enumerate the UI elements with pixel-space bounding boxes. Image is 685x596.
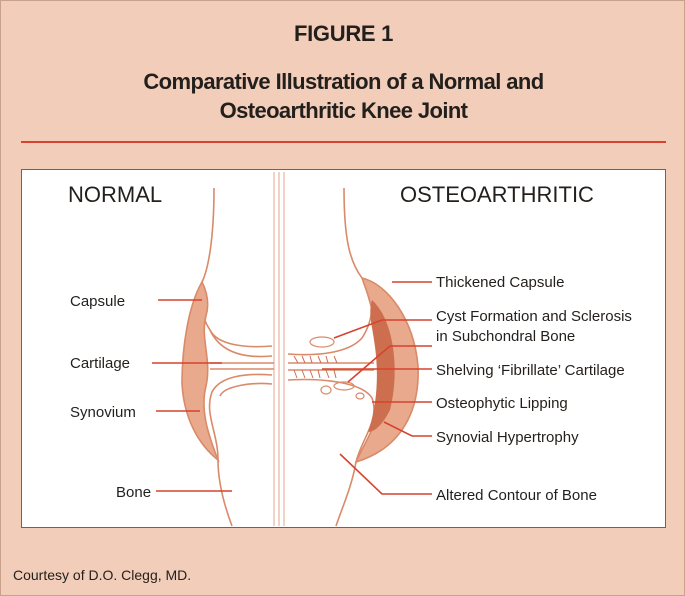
label-thickened-capsule: Thickened Capsule — [436, 274, 564, 291]
center-divider — [274, 172, 284, 526]
normal-capsule — [182, 282, 218, 460]
osteoarthritic-heading: OSTEOARTHRITIC — [400, 182, 594, 207]
oa-cysts — [310, 337, 364, 399]
normal-knee — [200, 188, 274, 526]
label-bone: Bone — [116, 484, 151, 501]
oa-knee — [288, 188, 374, 526]
knee-diagram: NORMAL OSTEOARTHRITIC — [22, 170, 665, 527]
title-divider — [21, 141, 666, 143]
label-cartilage: Cartilage — [70, 355, 130, 372]
figure-title-line1: Comparative Illustration of a Normal and — [91, 67, 596, 96]
label-cyst-line1: Cyst Formation and Sclerosis — [436, 308, 632, 325]
label-osteophytic: Osteophytic Lipping — [436, 395, 568, 412]
normal-heading: NORMAL — [68, 182, 162, 207]
figure-credit: Courtesy of D.O. Clegg, MD. — [13, 567, 191, 583]
label-synovium: Synovium — [70, 404, 136, 421]
oa-fibrillation — [294, 356, 337, 378]
figure-title-line2: Osteoarthritic Knee Joint — [91, 96, 596, 125]
figure-title: Comparative Illustration of a Normal and… — [91, 67, 596, 125]
label-altered: Altered Contour of Bone — [436, 487, 597, 504]
label-synovial: Synovial Hypertrophy — [436, 429, 579, 446]
label-cyst-line2: in Subchondral Bone — [436, 328, 575, 345]
label-shelving: Shelving ‘Fibrillate’ Cartilage — [436, 362, 625, 379]
diagram-panel: NORMAL OSTEOARTHRITIC — [21, 169, 666, 528]
label-capsule: Capsule — [70, 293, 125, 310]
figure-label: FIGURE 1 — [1, 21, 685, 47]
